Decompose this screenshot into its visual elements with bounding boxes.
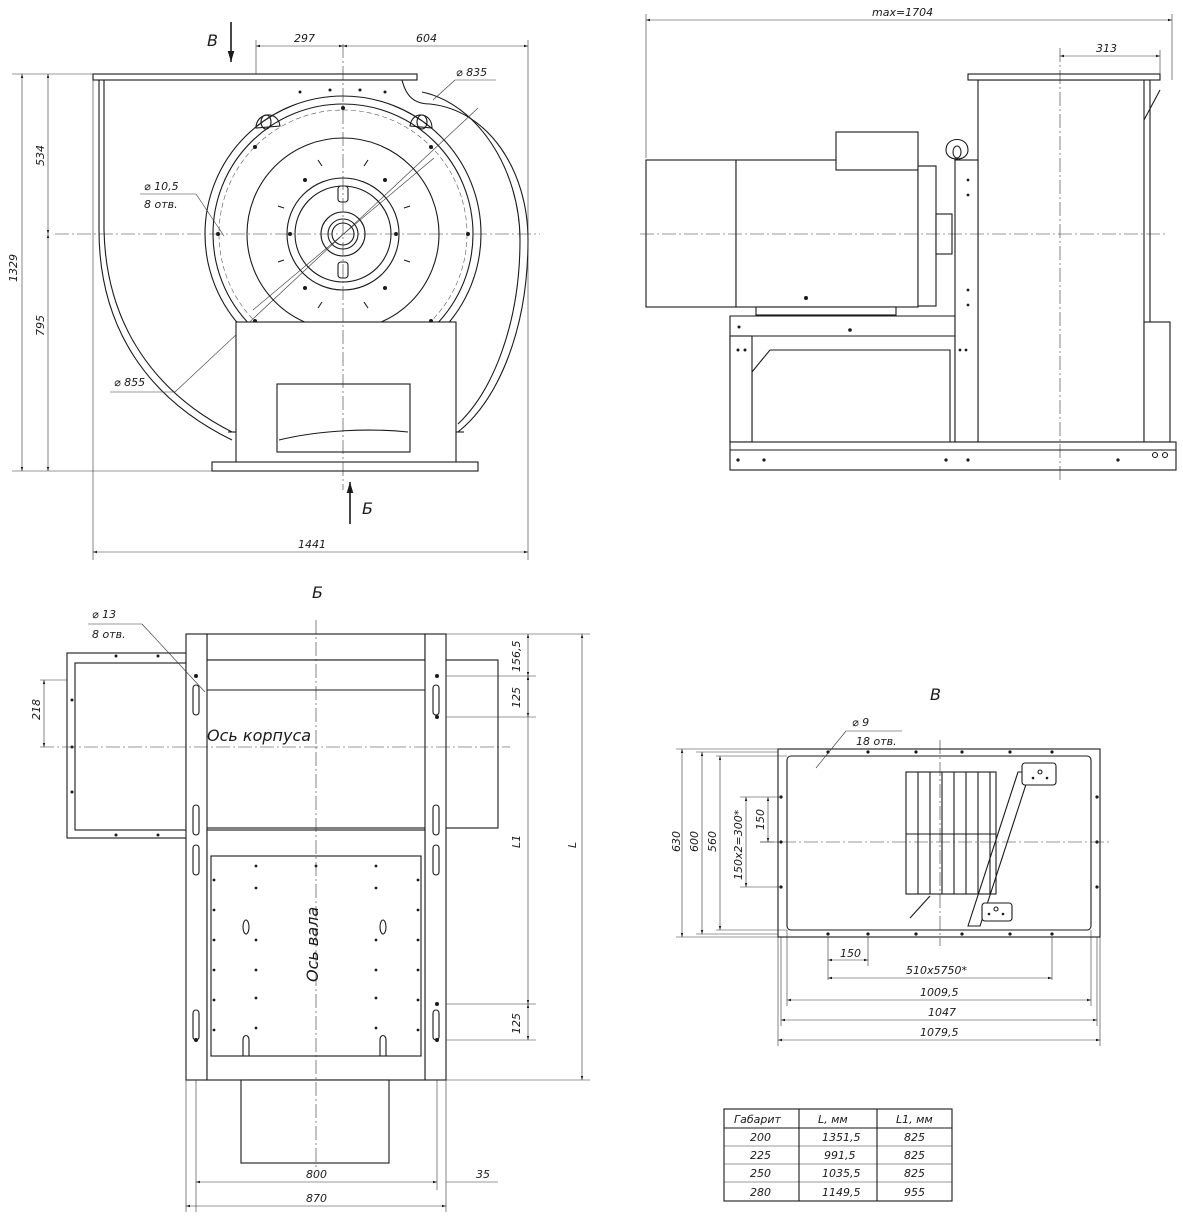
size-table: Габарит L, мм L1, мм 200 1351,5 825 225 …: [723, 1108, 953, 1202]
housing-side: [977, 79, 1145, 443]
table-header-l1: L1, мм: [896, 1113, 933, 1126]
dia-10-5: ⌀ 10,5: [144, 180, 179, 193]
table-cell: 825: [904, 1131, 925, 1144]
holes-8: 8 отв.: [144, 198, 178, 211]
motor-body: [735, 159, 919, 308]
front-base-plate: [211, 461, 479, 472]
table-header-gabarit: Габарит: [734, 1113, 782, 1126]
front-outlet-window: [276, 383, 411, 453]
label-axis-body: Ось корпуса: [207, 726, 311, 745]
b-dim-35: 35: [476, 1168, 490, 1181]
b-dim-870: 870: [306, 1192, 327, 1205]
table-cell: 1149,5: [822, 1186, 861, 1199]
dim-313: 313: [1096, 42, 1117, 55]
v-dim-510: 510x5750*: [906, 964, 967, 977]
view-v-title: В: [930, 685, 941, 704]
v-dia-9: ⌀ 9: [852, 716, 869, 729]
v-impeller: [905, 771, 997, 895]
dia-855: ⌀ 855: [114, 376, 145, 389]
b-dim-800: 800: [306, 1168, 327, 1181]
table-cell: 280: [750, 1186, 771, 1199]
table-cell: 1351,5: [822, 1131, 861, 1144]
b-dim-L1: L1: [510, 835, 523, 848]
dim-1329: 1329: [7, 254, 20, 282]
table-cell: 225: [750, 1149, 771, 1162]
view-v: В: [670, 685, 1112, 1046]
v-dim-600: 600: [688, 831, 701, 852]
side-view: max=1704 313: [640, 6, 1177, 480]
b-dim-125-bottom: 125: [510, 1013, 523, 1034]
v-flange-inner: [786, 755, 1092, 931]
table-cell: 825: [904, 1149, 925, 1162]
b-left-rail: [185, 633, 208, 1081]
b-dim-L: L: [566, 842, 579, 848]
v-dim-150-v: 150: [754, 809, 767, 830]
table-header-l: L, мм: [818, 1113, 848, 1126]
v-dim-1009-5: 1009,5: [920, 986, 959, 999]
v-dim-150-h: 150: [840, 947, 861, 960]
b-dim-218: 218: [30, 699, 43, 720]
arrow-bottom-label: Б: [362, 499, 373, 518]
table-cell: 1035,5: [822, 1167, 861, 1180]
dim-1441: 1441: [298, 538, 326, 551]
b-right-rail: [424, 633, 447, 1081]
v-dim-1079-5: 1079,5: [920, 1026, 959, 1039]
dim-534: 534: [34, 145, 47, 166]
dim-max-1704: max=1704: [872, 6, 933, 19]
dim-297: 297: [294, 32, 315, 45]
v-bolt-holes: [779, 750, 1099, 936]
v-dim-1047: 1047: [928, 1006, 956, 1019]
v-dim-150x2: 150x2=300*: [732, 809, 745, 880]
volute-outer: [401, 79, 529, 433]
v-dim-630: 630: [670, 831, 683, 852]
front-top-flange: [92, 73, 418, 81]
volute-lower-left: [98, 229, 233, 441]
label-axis-shaft: Ось вала: [303, 907, 322, 982]
v-holes-18: 18 отв.: [856, 735, 897, 748]
view-b: Б: [30, 583, 590, 1212]
arrow-top-label: В: [207, 31, 218, 50]
table-cell: 825: [904, 1167, 925, 1180]
b-dim-156-5: 156,5: [510, 641, 523, 673]
table-cell: 991,5: [824, 1149, 856, 1162]
b-motor-lower: [240, 1079, 390, 1164]
dim-795: 795: [34, 315, 47, 336]
table-cell: 200: [750, 1131, 771, 1144]
side-base-rail: [729, 441, 1177, 471]
view-b-title: Б: [312, 583, 323, 602]
motor-terminal-box: [835, 131, 919, 171]
dim-604: 604: [416, 32, 437, 45]
table-cell: 250: [750, 1167, 771, 1180]
v-dim-560: 560: [706, 831, 719, 852]
front-view: [55, 44, 540, 490]
motor-endcap: [645, 159, 737, 308]
table-cell: 955: [904, 1186, 925, 1199]
b-dia-13: ⌀ 13: [92, 608, 116, 621]
front-dimensions: В Б 297 604 ⌀ 835 ⌀ 10,5 8 отв. ⌀ 855 13…: [7, 22, 529, 560]
b-holes-8: 8 отв.: [92, 628, 126, 641]
b-dim-125-top: 125: [510, 687, 523, 708]
dia-835: ⌀ 835: [456, 66, 487, 79]
